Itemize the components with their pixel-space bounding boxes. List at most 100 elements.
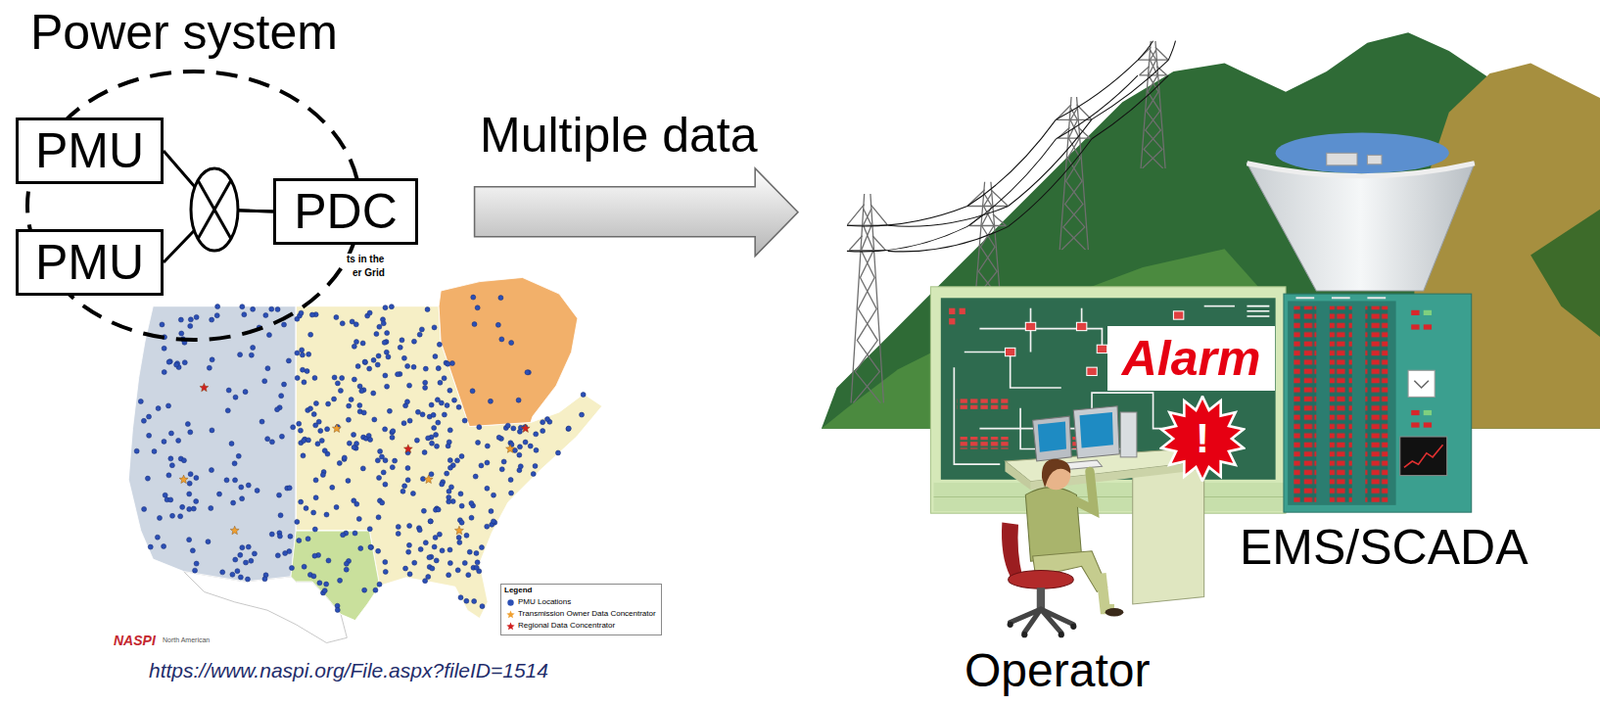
pmu-location-dot	[479, 604, 485, 610]
pmu-location-dot	[367, 310, 373, 316]
pmu-location-dot	[339, 321, 345, 327]
pmu-location-dot	[407, 522, 413, 528]
pmu-location-dot	[430, 412, 436, 418]
pmu-location-dot	[262, 576, 268, 582]
pmu-location-dot	[382, 560, 388, 565]
multiplexer-symbol	[190, 168, 238, 251]
pmu-location-dot	[373, 587, 378, 593]
pmu-location-dot	[476, 424, 482, 430]
pmu-location-dot	[532, 463, 538, 469]
pmu-location-dot	[439, 481, 445, 487]
region-title: Power system	[30, 4, 338, 62]
illustration	[128, 32, 1600, 643]
pmu-location-dot	[209, 357, 215, 363]
pmu-location-dot	[357, 402, 363, 408]
pmu-location-dot	[426, 555, 432, 561]
pmu-location-dot	[351, 431, 357, 437]
pmu-location-dot	[248, 352, 254, 358]
pmu-location-dot	[414, 437, 420, 443]
pmu-location-dot	[358, 546, 364, 552]
pmu-location-dot	[405, 363, 411, 369]
pmu-location-dot	[405, 477, 411, 483]
pmu-location-dot	[166, 359, 172, 365]
pmu-location-dot	[349, 319, 355, 325]
control-panel	[934, 482, 1285, 512]
pmu-location-dot	[205, 539, 211, 545]
pmu-box: PMU	[15, 117, 164, 185]
control-panel	[948, 308, 955, 315]
pmu-location-dot	[381, 339, 387, 345]
pmu-location-dot	[420, 412, 425, 418]
pmu-location-dot	[355, 364, 361, 370]
pmu-location-dot	[432, 354, 438, 360]
pmu-location-dot	[193, 314, 199, 320]
pmu-location-dot	[144, 475, 150, 481]
pmu-location-dot	[319, 437, 325, 443]
pmu-location-dot	[230, 525, 239, 534]
pmu-location-dot	[478, 545, 484, 551]
logo-subtext: North American	[162, 636, 210, 645]
pmu-location-dot	[423, 540, 428, 546]
pmu-location-dot	[275, 306, 281, 312]
pmu-location-dot	[435, 507, 441, 513]
pmu-location-dot	[279, 393, 284, 399]
pmu-location-dot	[294, 350, 300, 356]
pmu-location-dot	[214, 313, 220, 319]
map-title-fragment: ts in the	[344, 253, 386, 266]
pmu-location-dot	[245, 544, 251, 550]
pmu-location-dot	[395, 372, 401, 377]
legend-sample	[506, 621, 516, 631]
logo-text: NASPI	[113, 632, 156, 649]
node-label: PDC	[293, 185, 398, 239]
pmu-location-dot	[435, 420, 441, 425]
pmu-location-dot	[517, 428, 522, 434]
pmu-location-dot	[390, 428, 396, 434]
pmu-location-dot	[388, 304, 394, 310]
pmu-location-dot	[326, 401, 331, 407]
pmu-location-dot	[484, 523, 490, 529]
pmu-location-dot	[522, 439, 528, 445]
pmu-location-dot	[239, 545, 245, 551]
control-panel	[1086, 367, 1097, 376]
pmu-location-dot	[423, 474, 433, 483]
pmu-map	[128, 277, 603, 643]
pmu-location-dot	[428, 471, 434, 477]
pmu-location-dot	[404, 399, 410, 405]
pmu-location-dot	[353, 339, 359, 345]
pmu-location-dot	[386, 408, 392, 414]
pmu-location-dot	[508, 477, 514, 483]
pmu-location-dot	[517, 444, 522, 450]
operator-figure	[1007, 621, 1014, 628]
server-cabinet	[1413, 380, 1429, 388]
pmu-location-dot	[156, 515, 162, 520]
pmu-location-dot	[188, 317, 193, 323]
server-cabinet	[1400, 436, 1448, 476]
pmu-location-dot	[317, 580, 323, 586]
pmu-location-dot	[265, 366, 271, 372]
legend-text: Regional Data Concentrator	[517, 619, 615, 632]
pmu-location-dot	[308, 406, 314, 412]
pmu-location-dot	[235, 453, 241, 459]
pmu-location-dot	[341, 455, 347, 461]
pmu-location-dot	[337, 387, 343, 393]
pmu-location-dot	[417, 331, 423, 337]
pmu-location-dot	[154, 534, 160, 540]
pmu-location-dot	[395, 524, 401, 530]
operator-figure	[1008, 570, 1075, 590]
pmu-location-dot	[312, 553, 318, 559]
pmu-location-dot	[324, 581, 330, 587]
pmu-location-dot	[478, 463, 484, 469]
pmu-location-dot	[397, 344, 403, 350]
server-cabinet	[1423, 310, 1432, 316]
pmu-location-dot	[333, 315, 339, 321]
pmu-location-dot	[340, 532, 346, 538]
pmu-location-dot	[447, 561, 453, 566]
landscape	[1275, 132, 1450, 174]
pmu-location-dot	[296, 538, 302, 544]
pmu-location-dot	[282, 381, 287, 387]
pmu-location-dot	[410, 490, 416, 496]
pmu-location-dot	[166, 472, 172, 478]
server-cabinet	[1293, 306, 1317, 503]
pmu-location-dot	[377, 448, 383, 454]
